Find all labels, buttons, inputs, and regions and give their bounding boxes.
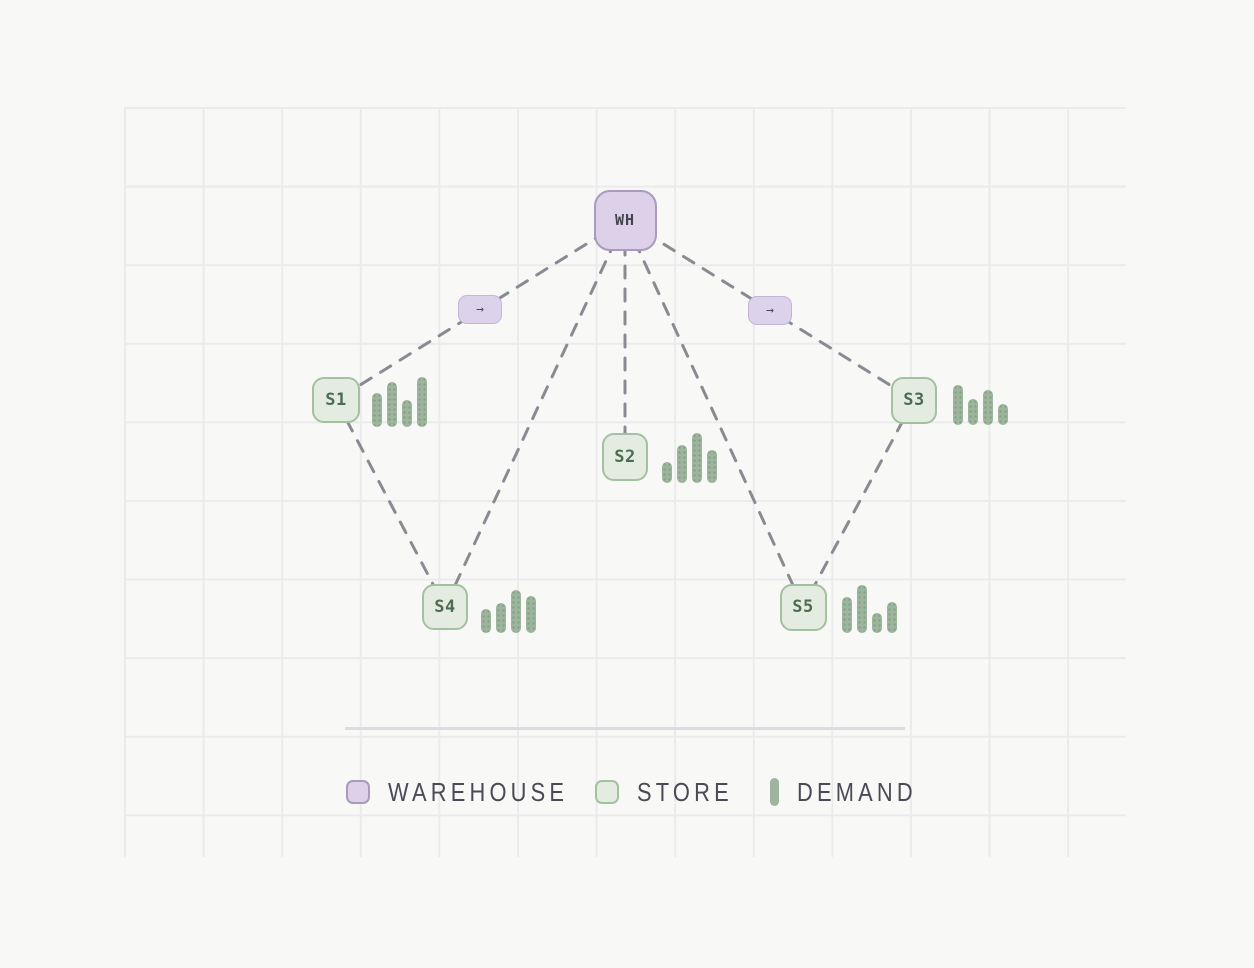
warehouse-swatch-icon <box>346 780 370 804</box>
demand-bar <box>692 433 702 483</box>
demand-bar <box>983 390 993 425</box>
node-s4[interactable]: S4 <box>422 584 468 630</box>
demand-bar <box>998 404 1008 425</box>
demand-bar <box>857 585 867 633</box>
demand-bars-s2 <box>662 433 717 483</box>
legend-item-demand: DEMAND <box>770 776 940 807</box>
edge-s1-s4 <box>334 398 447 609</box>
demand-bars-s4 <box>481 590 536 633</box>
demand-bars-s1 <box>372 377 427 427</box>
legend-item-warehouse: WAREHOUSE <box>346 776 603 807</box>
demand-bar <box>872 613 882 633</box>
edge-arrow-badge-2: → <box>748 296 792 325</box>
edge-s3-s5 <box>801 398 916 609</box>
demand-bar <box>481 609 491 633</box>
demand-bar-swatch-icon <box>770 778 779 806</box>
demand-bar <box>887 602 897 633</box>
node-s5[interactable]: S5 <box>779 583 827 631</box>
edge-arrow-badge-1: → <box>458 295 502 324</box>
demand-bar <box>526 596 536 633</box>
node-s1[interactable]: S1 <box>312 377 360 423</box>
edge-wh-s5 <box>623 218 805 609</box>
demand-bar <box>372 393 382 427</box>
demand-bar <box>387 382 397 427</box>
demand-bar <box>511 590 521 633</box>
node-wh[interactable]: WH <box>593 189 657 251</box>
legend-label-warehouse: WAREHOUSE <box>388 776 569 807</box>
demand-bar <box>417 377 427 427</box>
node-s3[interactable]: S3 <box>891 376 937 424</box>
demand-bars-s3 <box>953 385 1008 425</box>
demand-bar <box>496 603 506 633</box>
demand-bar <box>662 462 672 483</box>
legend: WAREHOUSE STORE DEMAND <box>346 776 913 807</box>
demand-bar <box>402 400 412 427</box>
demand-bar <box>953 385 963 425</box>
demand-bar <box>707 450 717 483</box>
store-swatch-icon <box>595 780 619 804</box>
demand-bar <box>677 445 687 483</box>
demand-bar <box>842 597 852 633</box>
node-s2[interactable]: S2 <box>602 433 648 481</box>
demand-bar <box>968 399 978 425</box>
legend-item-store: STORE <box>595 776 751 807</box>
legend-label-demand: DEMAND <box>797 776 917 807</box>
demand-bars-s5 <box>842 585 897 633</box>
legend-label-store: STORE <box>637 776 733 807</box>
edge-wh-s4 <box>443 218 627 609</box>
legend-divider <box>345 727 905 730</box>
